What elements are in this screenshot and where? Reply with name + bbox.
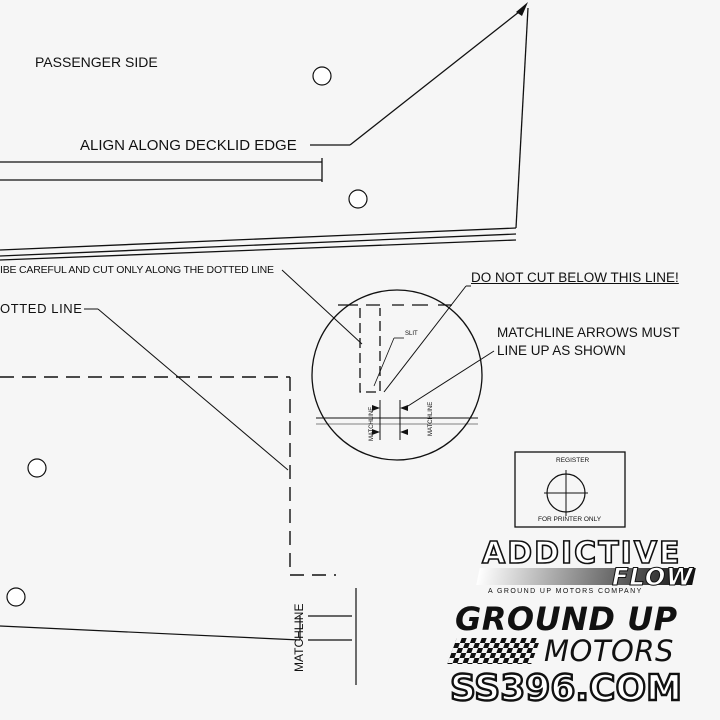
detail-arrow-right [400,405,408,411]
panel-bottom-edge-3 [0,239,517,261]
slit-label: SLIT [405,331,418,337]
slit-leader-diag [373,337,395,387]
flow-logo-text: FLOW [612,563,694,592]
detail-arrow-left [372,405,380,411]
ground-up-logo-text: GROUND UP [455,600,678,638]
be-careful-label: IBE CAREFUL AND CUT ONLY ALONG THE DOTTE… [0,264,274,276]
do-not-cut-label: DO NOT CUT BELOW THIS LINE! [471,270,679,285]
mount-hole [312,66,332,86]
align-leader-diag [349,7,525,146]
panel-bottom-edge [0,227,517,251]
align-edge-label: ALIGN ALONG DECKLID EDGE [80,137,297,154]
matchline-arrows-label: MATCHLINE ARROWS MUST [497,325,680,340]
matchline-label: MATCHLINE [292,603,306,672]
register-box [514,451,626,528]
register-label: REGISTER [556,457,590,464]
panel-bottom-edge-2 [0,233,517,257]
for-printer-label: FOR PRINTER ONLY [538,516,602,523]
mount-hole [348,189,368,209]
mount-hole [27,458,47,478]
dotted-line-label: OTTED LINE [0,301,83,316]
dotted-leader-diag [97,308,289,471]
company-tagline: A GROUND UP MOTORS COMPANY [488,588,643,595]
addictive-logo-text: ADDICTIVE [481,535,682,572]
checkered-flag-icon [447,638,541,664]
line-up-label: LINE UP AS SHOWN [497,343,626,358]
passenger-side-label: PASSENGER SIDE [35,54,158,70]
matchline-small-label: MATCHLINE [369,406,375,441]
detail-arrow-left-2 [372,429,380,435]
panel-top-right-edge [515,7,529,229]
lower-panel-edge [0,625,301,641]
matchline-small-label: MATCHLINE [428,401,434,436]
detail-circle [311,289,483,461]
detail-arrow-right-2 [400,429,408,435]
careful-leader [281,269,363,345]
arrows-leader [407,350,495,407]
do-not-cut-leader-diag [383,285,467,393]
mount-hole [6,587,26,607]
motors-logo-text: MOTORS [544,634,674,668]
align-arrowhead [516,2,528,16]
ss396-logo-text: SS396.COM [449,667,683,710]
addictive-flow-logo: ADDICTIVE FLOW A GROUND UP MOTORS COMPAN… [476,535,698,596]
detail-slot [359,308,381,393]
